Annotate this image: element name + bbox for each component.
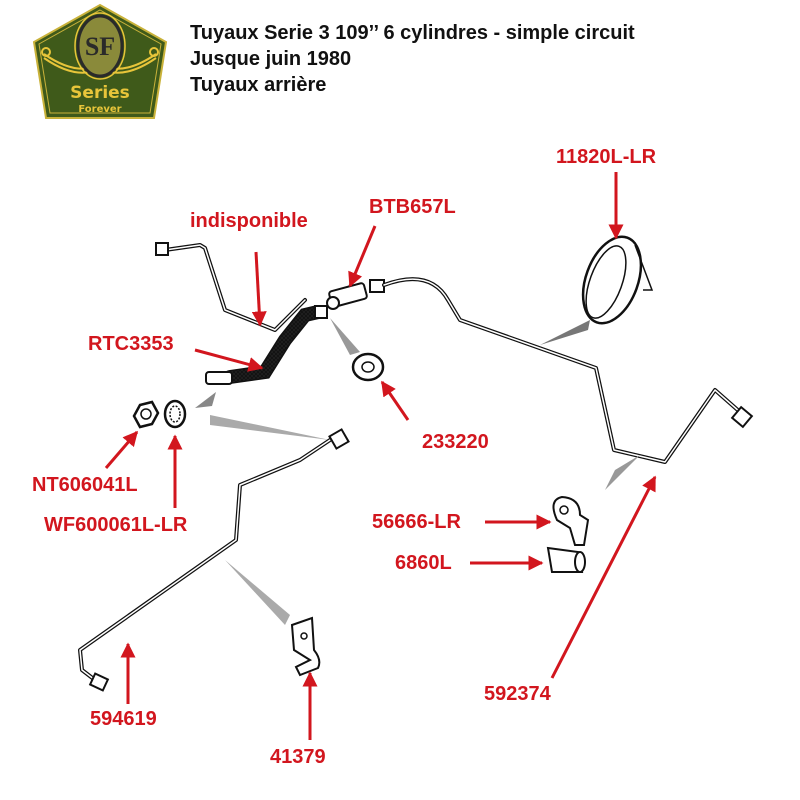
copper-washer <box>330 318 385 382</box>
fitting-left-end <box>155 242 169 256</box>
clip-56666 <box>552 495 590 546</box>
pipe-clip-ring <box>540 235 654 345</box>
lock-washer-WF600061L <box>163 392 330 440</box>
fitting-right-end <box>730 405 754 429</box>
flexible-hose <box>205 305 328 385</box>
nut-NT606041L <box>132 400 160 429</box>
label-indisponible[interactable]: indisponible <box>190 210 308 232</box>
label-BTB657L[interactable]: BTB657L <box>369 196 456 218</box>
bracket-41379 <box>225 560 321 677</box>
series-forever-logo: SF Series Forever <box>32 3 168 119</box>
label-WF600061L-LR[interactable]: WF600061L-LR <box>44 514 188 536</box>
pointer-shadow-592374 <box>605 455 640 490</box>
leader-arrows <box>104 172 657 740</box>
pipe-indisponible <box>163 243 307 332</box>
logo-monogram: SF <box>85 32 115 61</box>
page-title: Tuyaux Serie 3 109’’ 6 cylindres - simpl… <box>190 20 635 98</box>
fitting-lower-end <box>88 428 350 692</box>
title-line-2: Jusque juin 1980 <box>190 48 352 70</box>
label-NT606041L[interactable]: NT606041L <box>32 474 138 496</box>
pipe-592374 <box>382 277 742 464</box>
title-line-1: Tuyaux Serie 3 109’’ 6 cylindres - simpl… <box>190 22 635 44</box>
t-piece-connector <box>326 279 385 310</box>
label-6860L[interactable]: 6860L <box>395 552 452 574</box>
logo-line2: Forever <box>78 104 121 115</box>
label-11820L-LR[interactable]: 11820L-LR <box>556 146 657 168</box>
label-233220[interactable]: 233220 <box>422 431 489 453</box>
label-594619[interactable]: 594619 <box>90 708 157 730</box>
logo-line1: Series <box>70 83 130 103</box>
label-RTC3353[interactable]: RTC3353 <box>88 333 174 355</box>
pipe-594619 <box>78 438 332 682</box>
label-56666-LR[interactable]: 56666-LR <box>372 511 461 533</box>
bush-6860L <box>546 546 586 573</box>
title-line-3: Tuyaux arrière <box>190 74 327 96</box>
label-592374[interactable]: 592374 <box>484 683 551 705</box>
label-41379[interactable]: 41379 <box>270 746 326 768</box>
